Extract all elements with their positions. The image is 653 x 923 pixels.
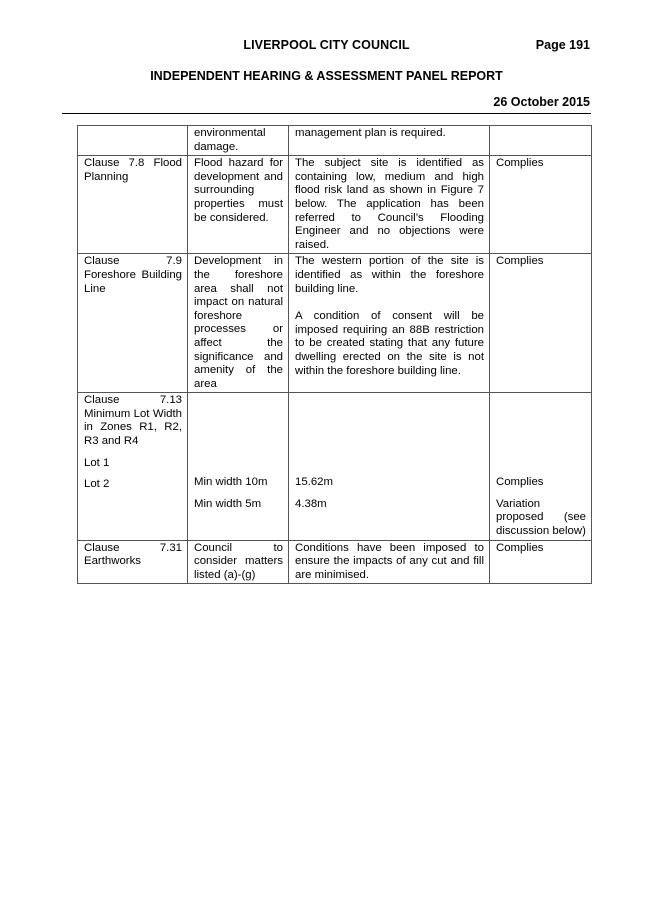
- page-header: LIVERPOOL CITY COUNCIL Page 191 INDEPEND…: [0, 0, 653, 115]
- lot-proposed: 4.38m: [295, 497, 327, 510]
- table-row: Clause 7.8 Flood Planning Flood hazard f…: [77, 155, 592, 255]
- comment-cell: management plan is required.: [288, 124, 490, 157]
- assessment-table: environmental damage. management plan is…: [77, 124, 592, 585]
- comment-paragraph: A condition of consent will be imposed r…: [295, 310, 484, 377]
- requirement-cell: Development in the foreshore area shall …: [187, 253, 289, 394]
- council-name: LIVERPOOL CITY COUNCIL: [243, 38, 410, 52]
- page-number: Page 191: [535, 38, 590, 52]
- table-row: Clause 7.31 Earthworks Council to consid…: [77, 539, 592, 585]
- comment-cell: The western portion of the site is ident…: [288, 253, 490, 394]
- requirement-cell: Min width 10m Min width 5m: [187, 392, 289, 541]
- clause-label: Clause 7.13 Minimum Lot Width in Zones R…: [84, 394, 182, 448]
- compliance-cell: Complies: [489, 155, 592, 255]
- lot-compliance: Variation proposed (see discussion below…: [496, 497, 586, 538]
- report-title: INDEPENDENT HEARING & ASSESSMENT PANEL R…: [150, 69, 503, 83]
- clause-cell: [77, 124, 188, 157]
- compliance-cell: [489, 124, 592, 157]
- clause-cell: Clause 7.13 Minimum Lot Width in Zones R…: [77, 392, 188, 541]
- clause-cell: Clause 7.31 Earthworks: [77, 539, 188, 585]
- requirement-cell: Council to consider matters listed (a)-(…: [187, 539, 289, 585]
- clause-cell: Clause 7.8 Flood Planning: [77, 155, 188, 255]
- table-row: Clause 7.13 Minimum Lot Width in Zones R…: [77, 392, 592, 541]
- lot-requirement: Min width 5m: [194, 497, 262, 510]
- report-date: 26 October 2015: [493, 95, 590, 109]
- comment-cell: The subject site is identified as contai…: [288, 155, 490, 255]
- header-divider: [62, 113, 591, 114]
- lot-proposed: 15.62m: [295, 476, 333, 489]
- comment-cell: 15.62m 4.38m: [288, 392, 490, 541]
- table-row: environmental damage. management plan is…: [77, 124, 592, 157]
- compliance-cell: Complies: [489, 539, 592, 585]
- requirement-cell: environmental damage.: [187, 124, 289, 157]
- clause-cell: Clause 7.9 Foreshore Building Line: [77, 253, 188, 394]
- requirement-cell: Flood hazard for development and surroun…: [187, 155, 289, 255]
- compliance-cell: Complies Variation proposed (see discuss…: [489, 392, 592, 541]
- comment-paragraph: The western portion of the site is ident…: [295, 255, 484, 295]
- lot-compliance: Complies: [496, 476, 544, 489]
- lot-requirement: Min width 10m: [194, 476, 268, 489]
- comment-cell: Conditions have been imposed to ensure t…: [288, 539, 490, 585]
- lot-label: Lot 1: [84, 456, 110, 469]
- compliance-cell: Complies: [489, 253, 592, 394]
- table-row: Clause 7.9 Foreshore Building Line Devel…: [77, 253, 592, 394]
- lot-label: Lot 2: [84, 478, 110, 491]
